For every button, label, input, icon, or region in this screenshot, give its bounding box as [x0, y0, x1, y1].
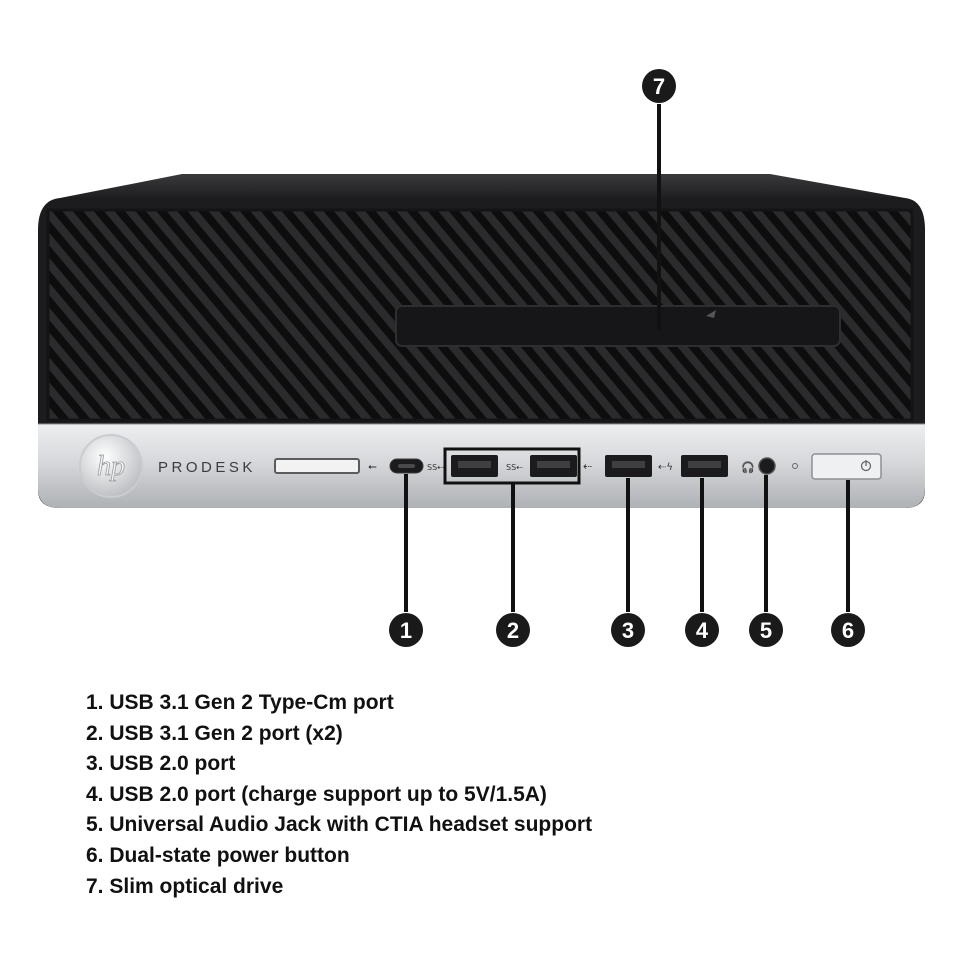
legend-item-5: 5. Universal Audio Jack with CTIA headse… [86, 813, 593, 837]
callout-6: 6 [831, 613, 865, 647]
callout-3: 3 [611, 613, 645, 647]
usb-charge-symbol-icon: ⇠ϟ [658, 462, 673, 473]
drive-led-icon [792, 463, 798, 469]
svg-text:4: 4 [696, 618, 709, 643]
svg-text:2: 2 [507, 618, 519, 643]
svg-text:7: 7 [653, 74, 665, 99]
callout-1: 1 [389, 613, 423, 647]
legend-item-4: 4. USB 2.0 port (charge support up to 5V… [86, 782, 547, 806]
callout-5: 5 [749, 613, 783, 647]
svg-text:5: 5 [760, 618, 772, 643]
legend-item-6: 6. Dual-state power button [86, 843, 350, 867]
usb-symbol-icon: ⇠ [583, 460, 592, 473]
svg-text:3: 3 [622, 618, 634, 643]
ss10-symbol-2-icon: SS⇠ [506, 463, 523, 472]
callout-leaders [404, 104, 850, 612]
audio-jack[interactable] [758, 457, 776, 475]
legend-list: 1. USB 3.1 Gen 2 Type-Cm port 2. USB 3.1… [86, 688, 592, 902]
hp-logo: hp [79, 434, 143, 498]
legend-item-2: 2. USB 3.1 Gen 2 port (x2) [86, 721, 343, 745]
headset-icon: 🎧 [741, 461, 755, 474]
power-button[interactable] [811, 453, 882, 480]
svg-text:1: 1 [400, 618, 412, 643]
callout-4: 4 [685, 613, 719, 647]
svg-text:6: 6 [842, 618, 854, 643]
legend-item-1: 1. USB 3.1 Gen 2 Type-Cm port [86, 691, 394, 714]
sd-card-slot[interactable] [274, 458, 360, 474]
slim-optical-drive[interactable] [395, 305, 841, 347]
model-label: PRODESK [158, 459, 256, 476]
legend-item-7: 7. Slim optical drive [86, 874, 284, 898]
callout-7: 7 [642, 69, 676, 103]
legend-item-3: 3. USB 2.0 port [86, 752, 236, 776]
svg-text:hp: hp [97, 451, 125, 482]
usb-c-symbol-icon: ⭠ [368, 460, 377, 473]
ss10-symbol-icon: SS⇠ [427, 463, 444, 472]
callout-2: 2 [496, 613, 530, 647]
